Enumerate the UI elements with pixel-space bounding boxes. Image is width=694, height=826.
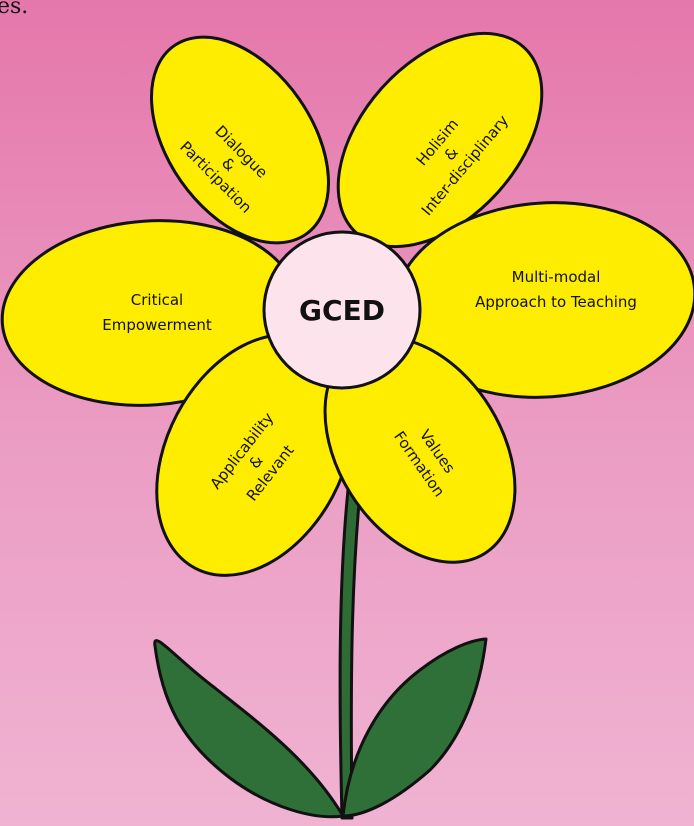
center-label: GCED: [299, 294, 385, 327]
petal-dialogue-participation: [150, 35, 330, 245]
critical-label-group: Critical Empowerment: [102, 291, 212, 334]
multimodal-label-line-1: Multi-modal: [512, 268, 601, 286]
center-circle: [262, 230, 422, 390]
right-leaf: [341, 637, 488, 818]
multimodal-label-line-2: Approach to Teaching: [475, 293, 637, 311]
fragment-text: es.: [0, 0, 29, 19]
flower-stem: [338, 468, 364, 820]
multimodal-label-group: Multi-modal Approach to Teaching: [475, 268, 637, 311]
left-leaf: [153, 639, 345, 819]
critical-label-line-2: Empowerment: [102, 316, 212, 334]
critical-label-line-1: Critical: [131, 291, 183, 309]
